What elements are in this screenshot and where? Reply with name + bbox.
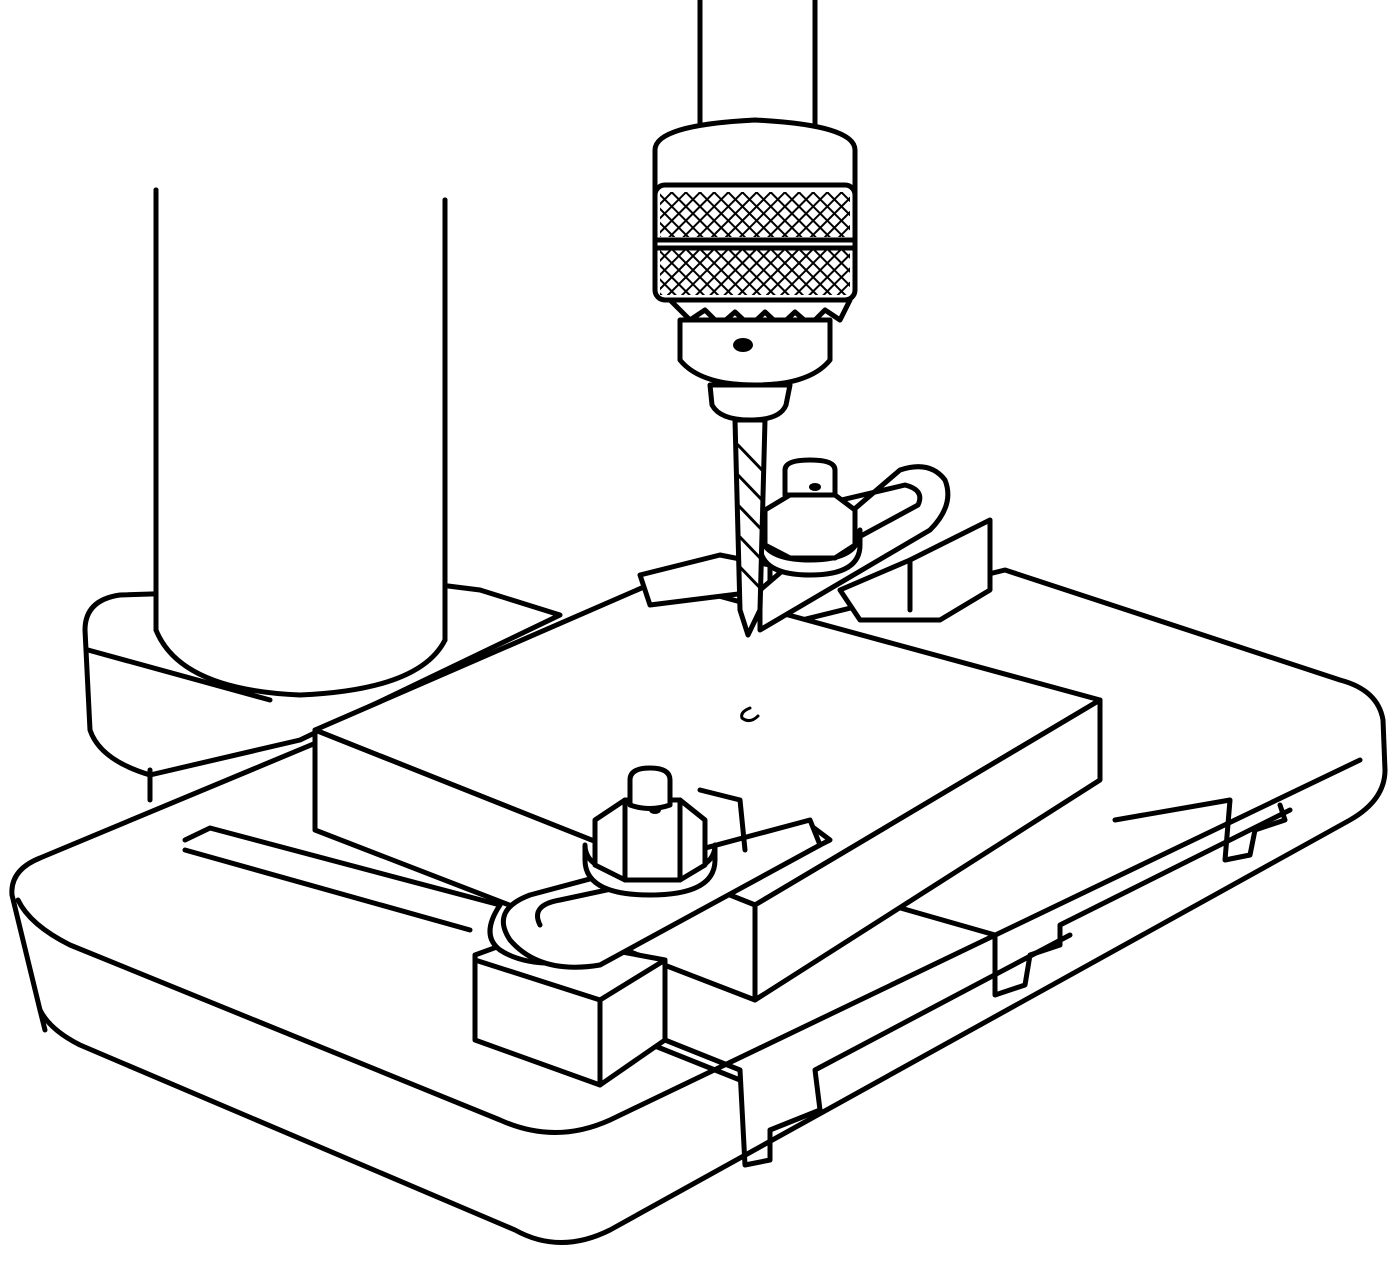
drill-chuck — [652, 117, 858, 423]
hex-nut-rear — [757, 457, 863, 578]
t-slots — [637, 797, 1293, 1168]
center-punch-mark — [740, 706, 760, 723]
hex-nut-front — [582, 765, 718, 898]
drill-press-column — [153, 187, 448, 698]
twist-drill-bit — [732, 417, 768, 638]
support-block-rear — [837, 517, 993, 623]
